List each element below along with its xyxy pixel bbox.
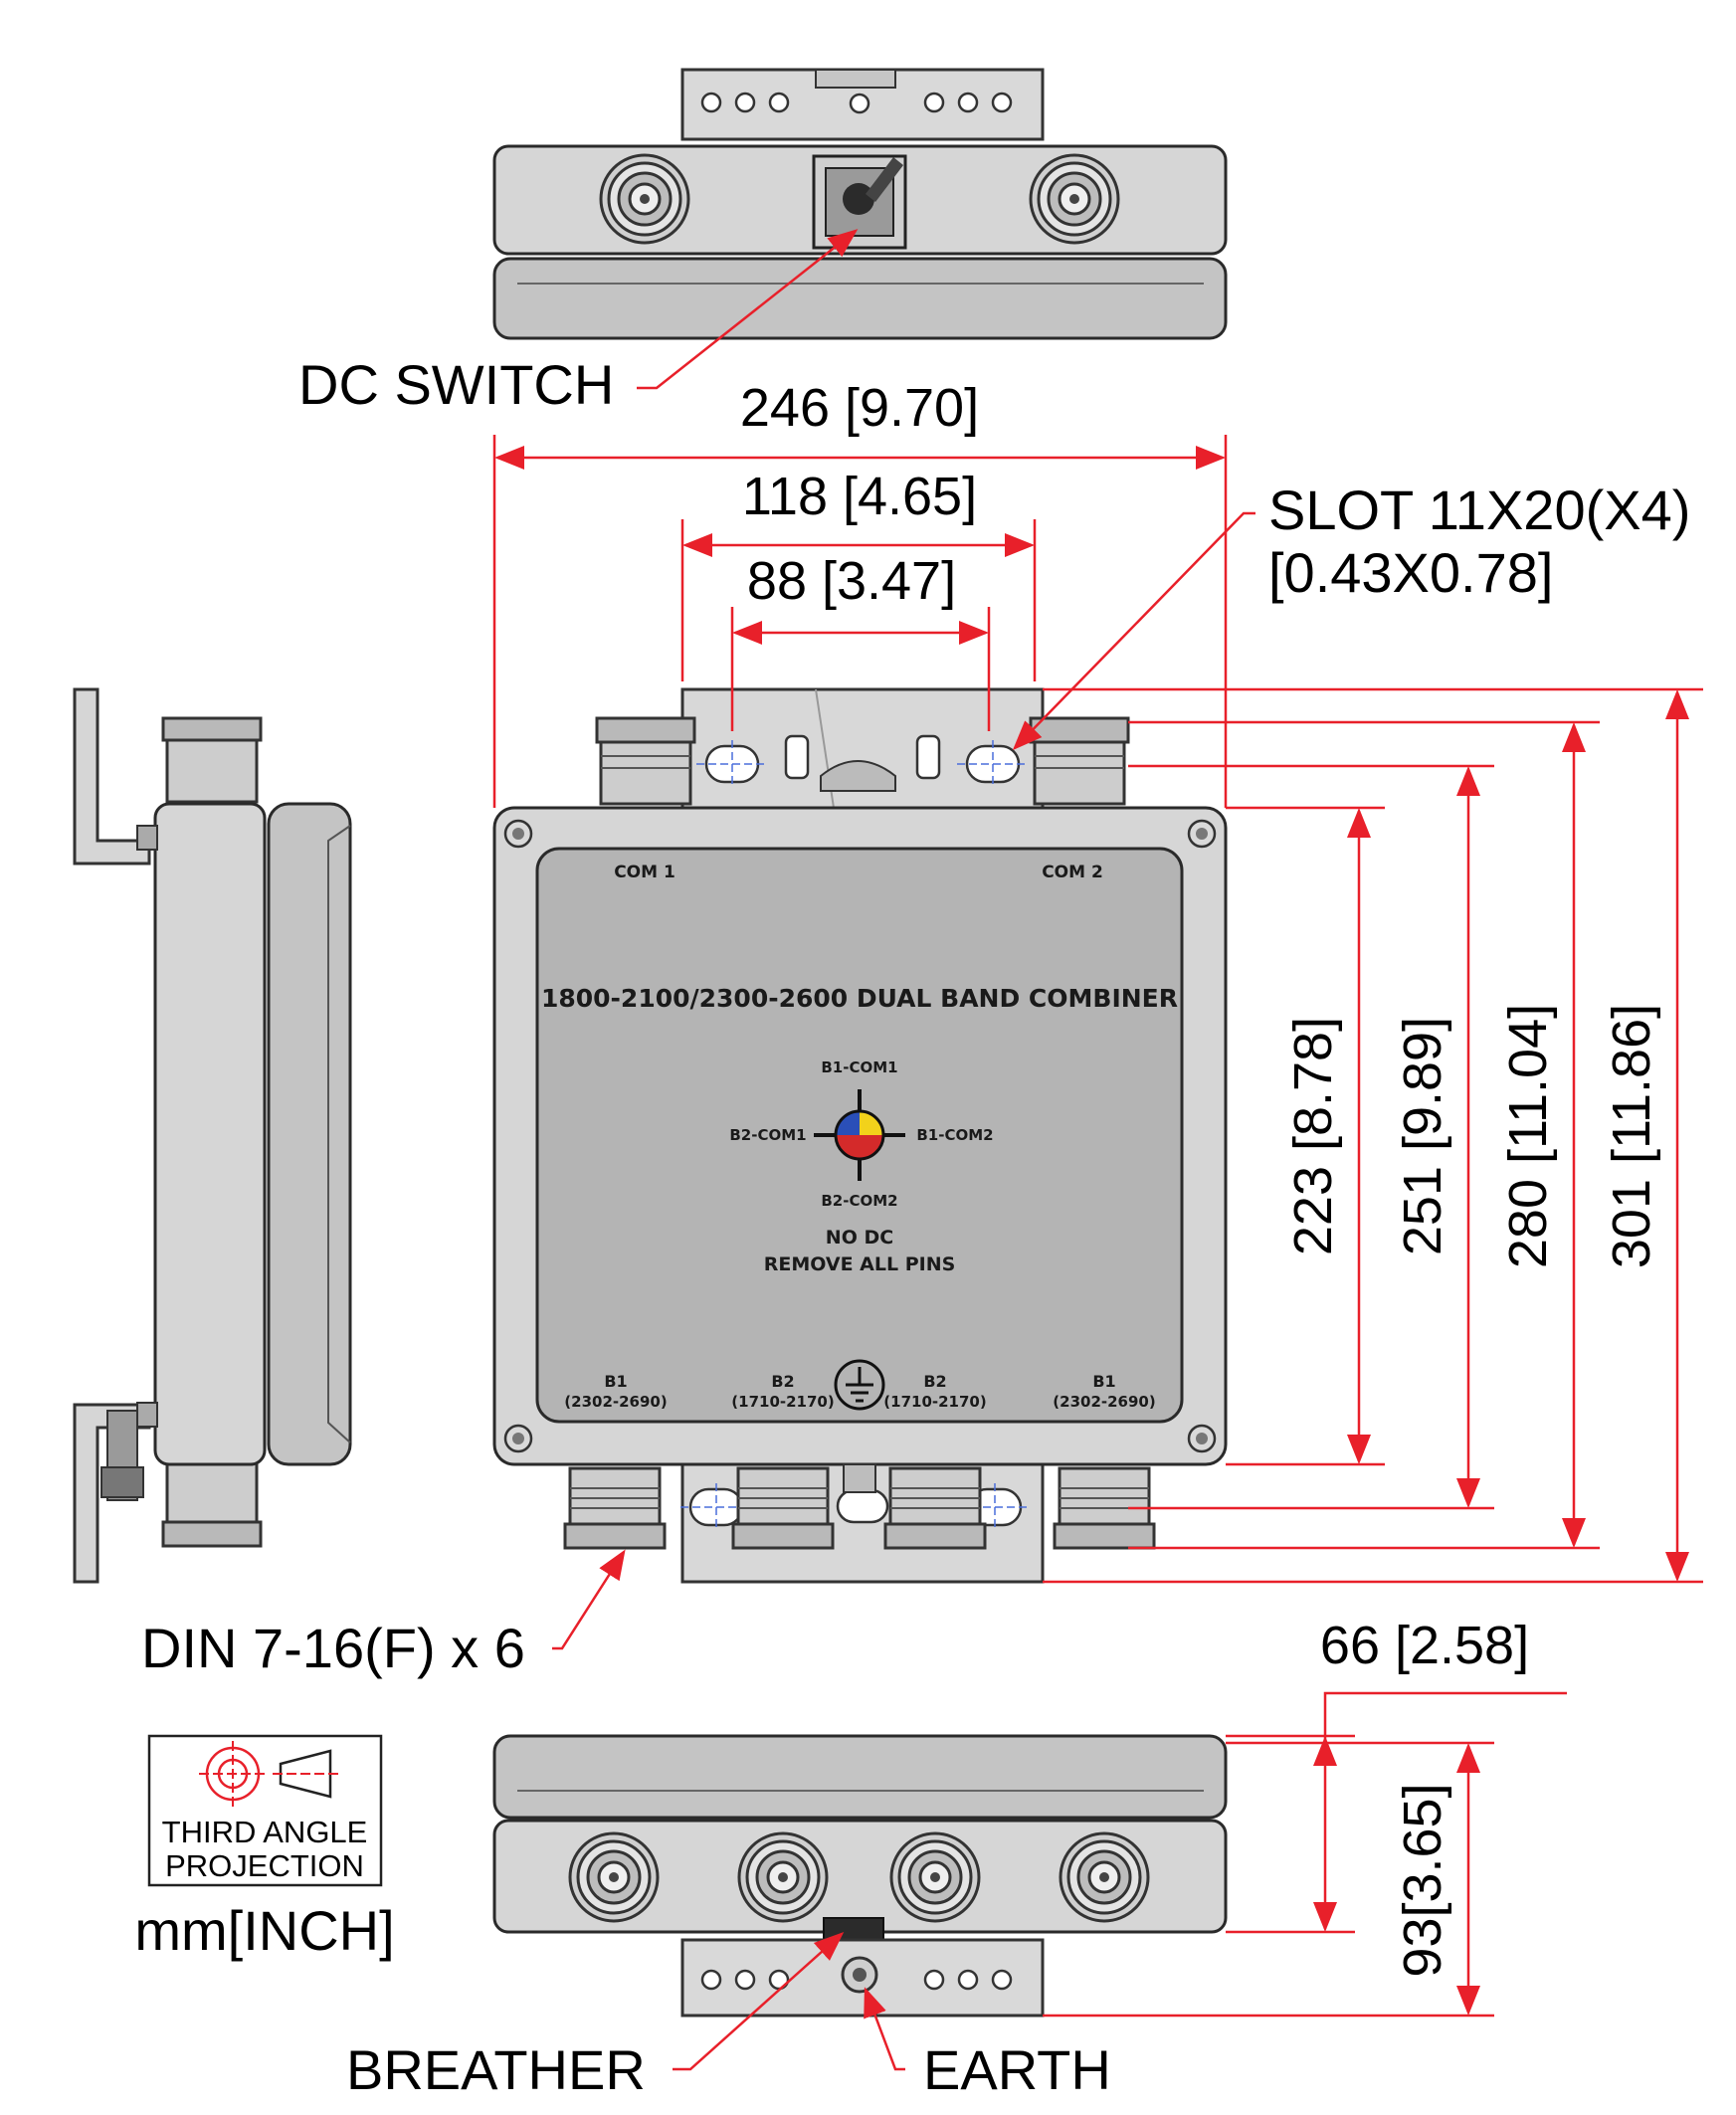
b1-com1-label: B1-COM1 [821,1058,897,1076]
port3-name: B2 [923,1372,946,1391]
side-view [73,687,352,1584]
front-view: COM 1 COM 2 1800-2100/2300-2600 DUAL BAN… [492,687,1228,1584]
b2-com1-label: B2-COM1 [729,1126,806,1144]
dc-switch-label: DC SWITCH [298,353,614,416]
port1-range: (2302-2690) [564,1393,667,1411]
dim-h301: 301 [11.86] [1602,1004,1661,1268]
breather-vent [823,1917,884,1941]
side-housing-lid [267,802,352,1466]
projection-symbol-icon [199,1741,342,1807]
side-housing-main [153,802,267,1466]
din-callout-label: DIN 7-16(F) x 6 [141,1617,525,1679]
dim-slot-outer: 118 [4.65] [742,467,977,526]
band-indicator-icon [814,1089,905,1181]
projection-line1: THIRD ANGLE [162,1815,368,1849]
port4-name: B1 [1092,1372,1115,1391]
no-dc-label: NO DC [826,1227,893,1249]
dim-h251: 251 [9.89] [1393,1017,1452,1255]
com2-connector-top [1029,716,1130,806]
dc-switch-callout: DC SWITCH [298,229,859,416]
earth-stud [841,1956,878,1994]
slot-callout-line2: [0.43X0.78] [1268,541,1553,604]
remove-pins-label: REMOVE ALL PINS [764,1253,956,1275]
port4-range: (2302-2690) [1053,1393,1155,1411]
slot-callout-line1: SLOT 11X20(X4) [1268,479,1690,541]
com1-connector-top [595,716,696,806]
dim-depth93: 93[3.65] [1393,1783,1452,1977]
top-view [492,68,1228,340]
units-label: mm[INCH] [134,1899,394,1962]
port2-name: B2 [771,1372,794,1391]
dim-depth66: 66 [2.58] [1320,1616,1529,1675]
ground-icon [834,1359,885,1411]
bottom-view [492,1734,1228,2018]
dim-h223: 223 [8.78] [1283,1017,1343,1255]
com1-label: COM 1 [614,863,675,882]
com2-label: COM 2 [1042,863,1103,882]
port3-range: (1710-2170) [883,1393,986,1411]
port2-range: (1710-2170) [731,1393,834,1411]
breather-label: BREATHER [346,2038,646,2101]
dim-width-overall: 246 [9.70] [740,378,979,438]
b1-com2-label: B1-COM2 [916,1126,993,1144]
third-angle-projection-block: THIRD ANGLE PROJECTION [147,1734,383,1887]
b2-com2-label: B2-COM2 [821,1192,897,1210]
projection-line2: PROJECTION [165,1848,364,1883]
dc-switch [812,154,907,250]
earth-label: EARTH [923,2038,1111,2101]
port1-name: B1 [604,1372,627,1391]
dim-h280: 280 [11.04] [1498,1004,1558,1268]
product-title: 1800-2100/2300-2600 DUAL BAND COMBINER [541,984,1178,1013]
dimension-lines [492,435,1703,2071]
dim-slot-inner: 88 [3.47] [747,551,956,611]
bottom-housing-lid [492,1734,1228,1820]
top-housing-lower [492,257,1228,340]
